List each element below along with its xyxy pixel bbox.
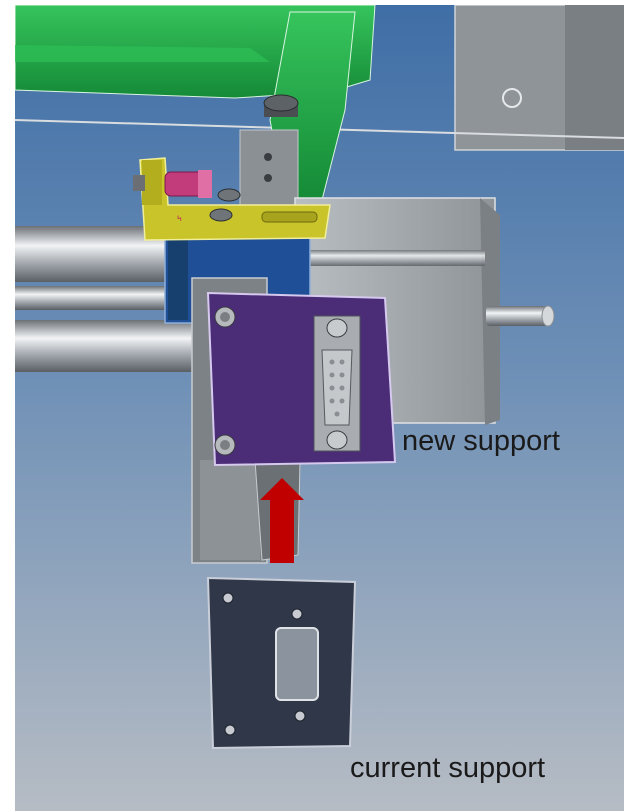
screw-icon (214, 306, 236, 328)
mount-post (239, 129, 299, 211)
new-support-plate (206, 291, 397, 467)
new-support-label: new support (402, 425, 560, 457)
svg-text:ϟ: ϟ (176, 214, 184, 224)
top-housing (14, 4, 624, 151)
blue-carriage-block (164, 227, 311, 324)
current-support-label: current support (350, 752, 546, 784)
yellow-sensor-bracket: ϟ (133, 157, 331, 241)
current-support-plate (206, 576, 357, 750)
screw-icon (214, 434, 236, 456)
green-frame (14, 4, 376, 201)
upward-arrow-icon (260, 478, 304, 563)
db9-connector-icon (313, 315, 361, 452)
